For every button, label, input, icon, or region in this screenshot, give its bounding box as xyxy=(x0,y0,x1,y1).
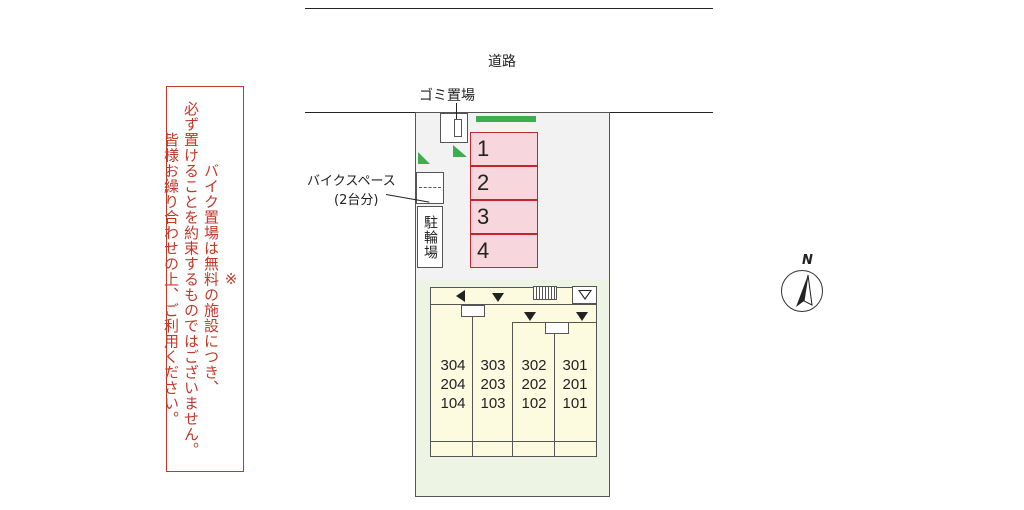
unit-divider xyxy=(512,322,513,457)
compass-needle-icon xyxy=(796,274,813,307)
stairs-icon xyxy=(533,286,557,300)
unit-number: 202 xyxy=(521,376,547,393)
entrance-arrow-down-icon xyxy=(576,312,588,321)
compass-north-label: N xyxy=(802,253,813,268)
road-label: 道路 xyxy=(488,54,516,70)
notice-line: 皆様お繰り合わせの上、ご利用ください。 xyxy=(162,131,180,427)
bike-space xyxy=(416,172,444,204)
entrance-arrow-down-icon xyxy=(524,312,536,321)
notice-text: ※ バイク置場は無料の施設につき、 必ず置けることを約束するものではございません… xyxy=(162,91,241,467)
unit-column: 301 201 101 xyxy=(556,356,594,413)
parking-space: 1 xyxy=(470,132,538,166)
unit-divider xyxy=(472,305,473,457)
parking-space: 4 xyxy=(470,234,538,268)
bike-space-label: バイクスペース xyxy=(307,174,396,189)
unit-number: 304 xyxy=(440,357,466,374)
unit-divider xyxy=(554,322,555,457)
building-corridor-line xyxy=(430,304,597,305)
planting-corner xyxy=(418,152,430,164)
garbage-area-label: ゴミ置場 xyxy=(419,88,475,104)
parking-space: 3 xyxy=(470,200,538,234)
unit-number: 201 xyxy=(562,376,588,393)
unit-column: 304 204 104 xyxy=(434,356,472,413)
unit-number: 204 xyxy=(440,376,466,393)
apartment-building xyxy=(430,287,597,457)
entrance-arrow-down-icon xyxy=(492,293,504,302)
entrance-box xyxy=(545,322,569,334)
unit-number: 101 xyxy=(562,395,588,412)
parking-space: 2 xyxy=(470,166,538,200)
garbage-leader-line xyxy=(456,103,457,119)
notice-line: バイク置場は無料の施設につき、 xyxy=(202,162,220,396)
unit-number: 301 xyxy=(562,357,588,374)
unit-column: 303 203 103 xyxy=(474,356,512,413)
bike-space-count: (2台分) xyxy=(334,193,379,208)
notice-line: ※ xyxy=(222,269,240,289)
balcony-line xyxy=(430,441,597,442)
meter-triangle-icon xyxy=(580,291,590,298)
unit-number: 104 xyxy=(440,395,466,412)
road-top-edge xyxy=(305,8,713,9)
planting-corner xyxy=(453,145,467,157)
entrance-arrow-left-icon xyxy=(456,290,465,302)
bicycle-parking: 駐輪場 xyxy=(417,206,443,268)
compass xyxy=(781,270,823,312)
planting-strip xyxy=(476,116,536,122)
unit-column: 302 202 102 xyxy=(515,356,553,413)
bike-parking-notice: ※ バイク置場は無料の施設につき、 必ず置けることを約束するものではございません… xyxy=(162,86,244,472)
notice-line: 必ず置けることを約束するものではございません。 xyxy=(182,100,200,458)
unit-number: 303 xyxy=(480,357,506,374)
unit-number: 203 xyxy=(480,376,506,393)
entrance-box xyxy=(461,305,485,317)
unit-number: 102 xyxy=(521,395,547,412)
unit-number: 302 xyxy=(521,357,547,374)
unit-number: 103 xyxy=(480,395,506,412)
garbage-box-icon xyxy=(454,119,462,137)
